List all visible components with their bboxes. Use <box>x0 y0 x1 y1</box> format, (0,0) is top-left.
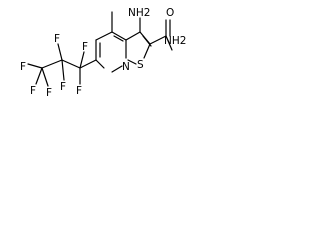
bond-c4a-c7a-double <box>113 35 124 42</box>
fluorine-label-2: F <box>30 85 36 97</box>
bond-c6-cf2 <box>79 59 97 69</box>
bond-c4a-c3 <box>125 31 141 41</box>
bond-c4-c4a <box>95 31 113 41</box>
bond-f4 <box>79 51 85 69</box>
bond-f5 <box>57 43 63 61</box>
fluorine-label-4: F <box>82 41 88 53</box>
bond-amide-n <box>165 35 173 51</box>
bond-f7 <box>41 67 49 87</box>
pyridine-ring <box>95 31 127 73</box>
bond-c2-s <box>143 43 151 59</box>
heptafluoropropyl-group <box>27 43 97 87</box>
bond-amide-carbon <box>149 35 167 45</box>
bond-cf2-cf3 <box>41 59 63 69</box>
bond-s-c7a <box>127 59 137 65</box>
fluorine-label-5: F <box>54 33 60 45</box>
fluorine-label-7: F <box>46 87 52 99</box>
bond-f2 <box>35 67 43 85</box>
bond-c4a-c7a <box>111 31 127 41</box>
bond-f6 <box>61 59 65 81</box>
bond-f1 <box>27 63 43 69</box>
thiophene-ring <box>125 31 152 65</box>
molecule-structure-diagram: NH2 NH2 O N S F F F F F F F <box>20 7 186 99</box>
bond-cf2-cf2 <box>61 59 81 69</box>
amino-label: NH2 <box>128 7 150 19</box>
fluorine-label-6: F <box>60 81 66 93</box>
fluorine-label-1: F <box>20 61 26 73</box>
carbonyl-o-label: O <box>166 7 174 19</box>
bond-c6-c5 <box>95 59 105 69</box>
fluorine-label-3: F <box>76 85 82 97</box>
pyridine-n-label: N <box>122 61 130 73</box>
amide-nh2-label: NH2 <box>164 35 186 47</box>
bond-n-c6 <box>111 65 123 73</box>
thiophene-s-label: S <box>137 59 144 71</box>
